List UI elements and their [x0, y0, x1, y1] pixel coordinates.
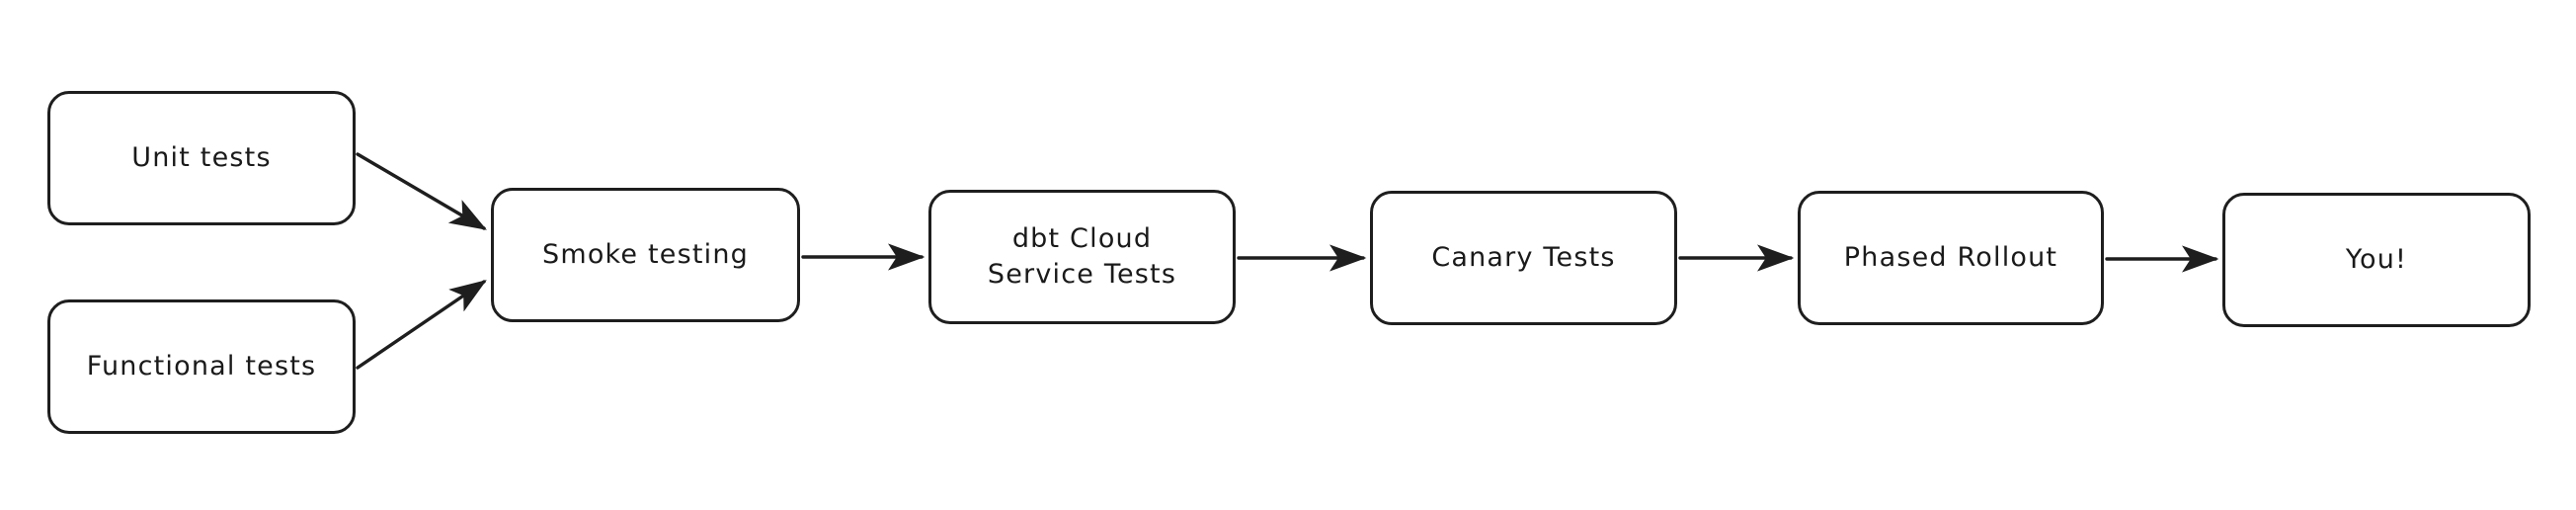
- node-canary-tests[interactable]: Canary Tests: [1370, 191, 1677, 325]
- node-label: You!: [2345, 244, 2408, 276]
- node-unit-tests[interactable]: Unit tests: [47, 91, 356, 225]
- edge-functional-to-smoke: [356, 280, 487, 370]
- node-phased-rollout[interactable]: Phased Rollout: [1798, 191, 2104, 325]
- node-dbt-cloud-service-tests[interactable]: dbt Cloud Service Tests: [928, 190, 1236, 324]
- node-label: Phased Rollout: [1843, 242, 2058, 274]
- node-you[interactable]: You!: [2222, 193, 2531, 327]
- edge-unit-to-smoke: [356, 152, 487, 230]
- node-label: Functional tests: [86, 351, 317, 382]
- node-functional-tests[interactable]: Functional tests: [47, 299, 356, 434]
- node-label: Smoke testing: [541, 239, 750, 271]
- node-label: Canary Tests: [1431, 242, 1616, 274]
- node-label: dbt Cloud Service Tests: [987, 223, 1177, 290]
- node-label: Unit tests: [131, 142, 272, 174]
- node-smoke-testing[interactable]: Smoke testing: [491, 188, 800, 322]
